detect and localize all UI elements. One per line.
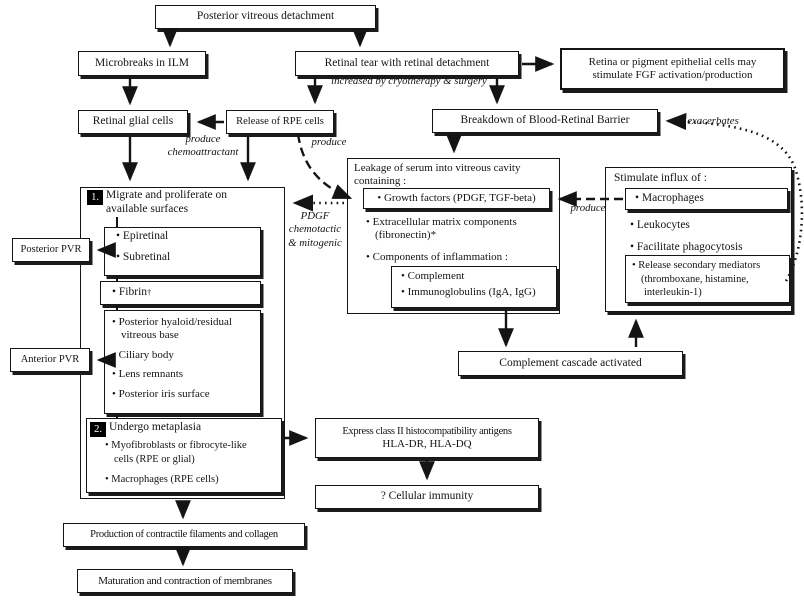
node-cellular-immunity: ? Cellular immunity (315, 485, 539, 509)
node-posterior-vitreous-detachment: Posterior vitreous detachment (155, 5, 376, 29)
node-microbreaks-ilm: Microbreaks in ILM (78, 51, 206, 76)
bullet-ecm-line1: • Extracellular matrix components (366, 216, 517, 228)
node-anterior-pvr: Anterior PVR (10, 348, 90, 372)
node-complement-immunoglobulins: • Complement • Immunoglobulins (IgA, IgG… (391, 266, 557, 308)
node-posterior-pvr: Posterior PVR (12, 238, 90, 262)
bullet-hyaloid-line2: vitreous base (121, 328, 179, 341)
leakage-title-line1: Leakage of serum into vitreous cavity (354, 162, 521, 174)
bullet-mediators-line3: interleukin-1) (644, 287, 702, 299)
leakage-title-line2: containing : (354, 175, 407, 188)
bullet-macrophages-rpe: • Macrophages (RPE cells) (105, 474, 219, 486)
edge-label-pdgf-line2: chemotactic (288, 223, 342, 236)
node-epiretinal-subretinal: • Epiretinal • Subretinal (104, 227, 261, 276)
node-retina-fgf-line2: stimulate FGF activation/production (592, 69, 753, 81)
step-2-title: Undergo metaplasia (109, 421, 202, 433)
node-anterior-surfaces: • Posterior hyaloid/residual vitreous ba… (104, 310, 261, 414)
edge-label-pdgf-line1: PDGF (300, 210, 330, 222)
bullet-epiretinal: • Epiretinal (116, 230, 169, 242)
bullet-ecm-line2: (fibronectin)* (375, 229, 437, 242)
bullet-complement: • Complement (401, 270, 465, 282)
bullet-fibrin: • Fibrin (112, 286, 148, 299)
bullet-myofibroblasts-line1: • Myofibroblasts or fibrocyte-like (105, 440, 247, 451)
edge-label-pdgf-line3: & mitogenic (288, 236, 342, 249)
bullet-lens: • Lens remnants (112, 368, 184, 381)
bullet-mediators-line1: • Release secondary mediators (632, 260, 761, 271)
node-fibrin: • Fibrin† (100, 281, 261, 305)
leakage-title: Leakage of serum into vitreous cavity co… (354, 162, 556, 188)
edge-label-produce-chemoattractant: produce chemoattractant (157, 133, 249, 160)
bullet-iris: • Posterior iris surface (112, 388, 210, 400)
node-maturation-membranes: Maturation and contraction of membranes (77, 569, 293, 593)
node-secondary-mediators: • Release secondary mediators (thromboxa… (625, 255, 790, 303)
step-1-title: Migrate and proliferate on available sur… (106, 189, 228, 215)
node-express-hla: Express class II histocompatibility anti… (315, 418, 539, 458)
bullet-hyaloid-line1: • Posterior hyaloid/residual (112, 316, 232, 328)
node-breakdown-blood-retinal-barrier: Breakdown of Blood-Retinal Barrier (432, 109, 658, 133)
node-complement-cascade: Complement cascade activated (458, 351, 683, 376)
bullet-leukocytes: • Leukocytes (630, 219, 690, 231)
node-release-rpe-cells: Release of RPE cells (226, 110, 334, 134)
edge-label-produce-rpe: produce (311, 136, 347, 148)
edge-label-exacerbates: exacerbates (687, 115, 739, 127)
node-production-filaments: Production of contractile filaments and … (63, 523, 305, 547)
node-undergo-metaplasia (86, 418, 282, 493)
node-retinal-glial-cells: Retinal glial cells (78, 110, 188, 134)
node-macrophages: • Macrophages (625, 188, 788, 210)
edge-label-produce-chemo-line1: produce (185, 133, 221, 145)
edge-label-produce-macrophages: produce (570, 202, 606, 214)
express-line2: HLA-DR, HLA-DQ (382, 437, 472, 450)
step-1-badge: 1. (87, 190, 103, 205)
step-2-badge: 2. (90, 422, 106, 437)
node-retinal-tear: Retinal tear with retinal detachment (295, 51, 519, 76)
bullet-inflammation: • Components of inflammation : (366, 251, 508, 263)
bullet-phagocytosis: • Facilitate phagocytosis (630, 241, 743, 253)
node-growth-factors: • Growth factors (PDGF, TGF-beta) (363, 188, 550, 209)
edge-label-increased: increased by cryotherapy & surgery (331, 75, 487, 87)
bullet-ecm: • Extracellular matrix components (fibro… (366, 216, 556, 242)
bullet-mediators-line2: (thromboxane, histamine, (641, 273, 749, 285)
bullet-subretinal: • Subretinal (116, 251, 171, 264)
bullet-ciliary: • Ciliary body (112, 348, 174, 361)
bullet-myofibroblasts-line2: cells (RPE or glial) (114, 453, 195, 465)
edge-label-pdgf: PDGF chemotactic & mitogenic (287, 210, 343, 250)
fibrin-dagger: † (147, 287, 152, 298)
express-line1: Express class II histocompatibility anti… (342, 425, 512, 437)
node-retina-fgf: Retina or pigment epithelial cells may s… (560, 48, 785, 90)
bullet-immunoglobulins: • Immunoglobulins (IgA, IgG) (401, 285, 536, 298)
node-retina-fgf-line1: Retina or pigment epithelial cells may (588, 56, 757, 69)
edge-label-produce-chemo-line2: chemoattractant (167, 146, 239, 159)
metaplasia-bullets: • Myofibroblasts or fibrocyte-like cells… (105, 439, 279, 487)
stimulate-title: Stimulate influx of : (614, 172, 707, 184)
